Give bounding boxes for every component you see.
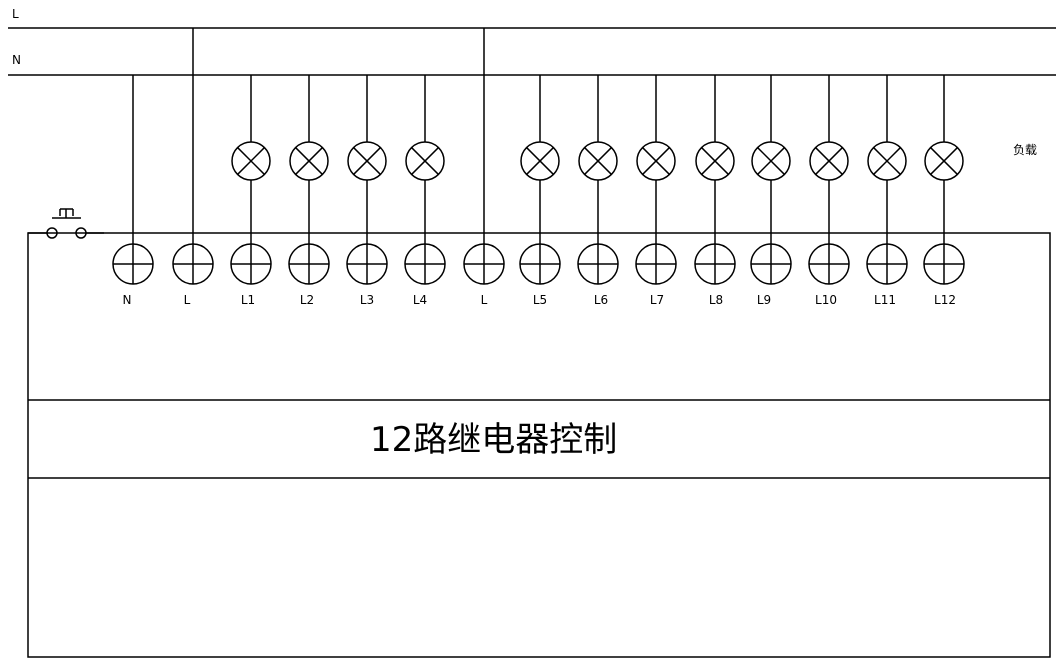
line-bus-label: L bbox=[12, 7, 19, 21]
terminal-screw-icon bbox=[750, 243, 792, 285]
terminal-l-6: L bbox=[463, 28, 505, 307]
terminal-l8-10: L8 bbox=[694, 75, 736, 307]
terminal-l1-2: L1 bbox=[230, 75, 272, 307]
terminal-screw-icon bbox=[635, 243, 677, 285]
terminal-screw-icon bbox=[694, 243, 736, 285]
terminal-label: N bbox=[123, 293, 132, 307]
lamp-icon bbox=[520, 141, 560, 181]
terminal-screw-icon bbox=[463, 243, 505, 285]
terminal-screw-icon bbox=[577, 243, 619, 285]
lamp-icon bbox=[289, 141, 329, 181]
terminal-label: L4 bbox=[413, 293, 427, 307]
terminal-group: N L L1 L2 L3 L4 L L5 L6 L7 L8 L9 L10 L11 L12 bbox=[112, 28, 965, 307]
lamp-icon bbox=[347, 141, 387, 181]
lamp-icon bbox=[405, 141, 445, 181]
terminal-screw-icon bbox=[808, 243, 850, 285]
terminal-label: L11 bbox=[874, 293, 896, 307]
lamp-icon bbox=[695, 141, 735, 181]
terminal-l7-9: L7 bbox=[635, 75, 677, 307]
terminal-label: L bbox=[481, 293, 488, 307]
terminal-l4-5: L4 bbox=[404, 75, 446, 307]
terminal-screw-icon bbox=[112, 243, 154, 285]
terminal-label: L bbox=[184, 293, 191, 307]
terminal-screw-icon bbox=[923, 243, 965, 285]
terminal-l3-4: L3 bbox=[346, 75, 388, 307]
terminal-label: L1 bbox=[241, 293, 255, 307]
lamp-icon bbox=[867, 141, 907, 181]
lamp-icon bbox=[231, 141, 271, 181]
terminal-label: L8 bbox=[709, 293, 723, 307]
terminal-l6-8: L6 bbox=[577, 75, 619, 307]
terminal-l9-11: L9 bbox=[750, 75, 792, 307]
terminal-screw-icon bbox=[346, 243, 388, 285]
lamp-icon bbox=[809, 141, 849, 181]
terminal-l-1: L bbox=[172, 28, 214, 307]
terminal-l11-13: L11 bbox=[866, 75, 908, 307]
terminal-screw-icon bbox=[172, 243, 214, 285]
terminal-label: L7 bbox=[650, 293, 664, 307]
relay-module-body bbox=[27, 232, 1051, 658]
terminal-screw-icon bbox=[866, 243, 908, 285]
terminal-l10-12: L10 bbox=[808, 75, 850, 307]
lamp-icon bbox=[751, 141, 791, 181]
module-title: 12路继电器控制 bbox=[370, 420, 617, 460]
terminal-n-0: N bbox=[112, 75, 154, 307]
terminal-label: L10 bbox=[815, 293, 837, 307]
terminal-l2-3: L2 bbox=[288, 75, 330, 307]
load-label: 负载 bbox=[1013, 143, 1037, 157]
lamp-icon bbox=[636, 141, 676, 181]
terminal-l5-7: L5 bbox=[519, 75, 561, 307]
terminal-label: L5 bbox=[533, 293, 547, 307]
terminal-label: L12 bbox=[934, 293, 956, 307]
terminal-label: L9 bbox=[757, 293, 771, 307]
terminal-label: L6 bbox=[594, 293, 608, 307]
terminal-screw-icon bbox=[288, 243, 330, 285]
terminal-label: L3 bbox=[360, 293, 374, 307]
terminal-label: L2 bbox=[300, 293, 314, 307]
terminal-screw-icon bbox=[519, 243, 561, 285]
terminal-screw-icon bbox=[230, 243, 272, 285]
lamp-icon bbox=[924, 141, 964, 181]
terminal-l12-14: L12 bbox=[923, 75, 965, 307]
terminal-screw-icon bbox=[404, 243, 446, 285]
neutral-bus-label: N bbox=[12, 53, 21, 67]
lamp-icon bbox=[578, 141, 618, 181]
